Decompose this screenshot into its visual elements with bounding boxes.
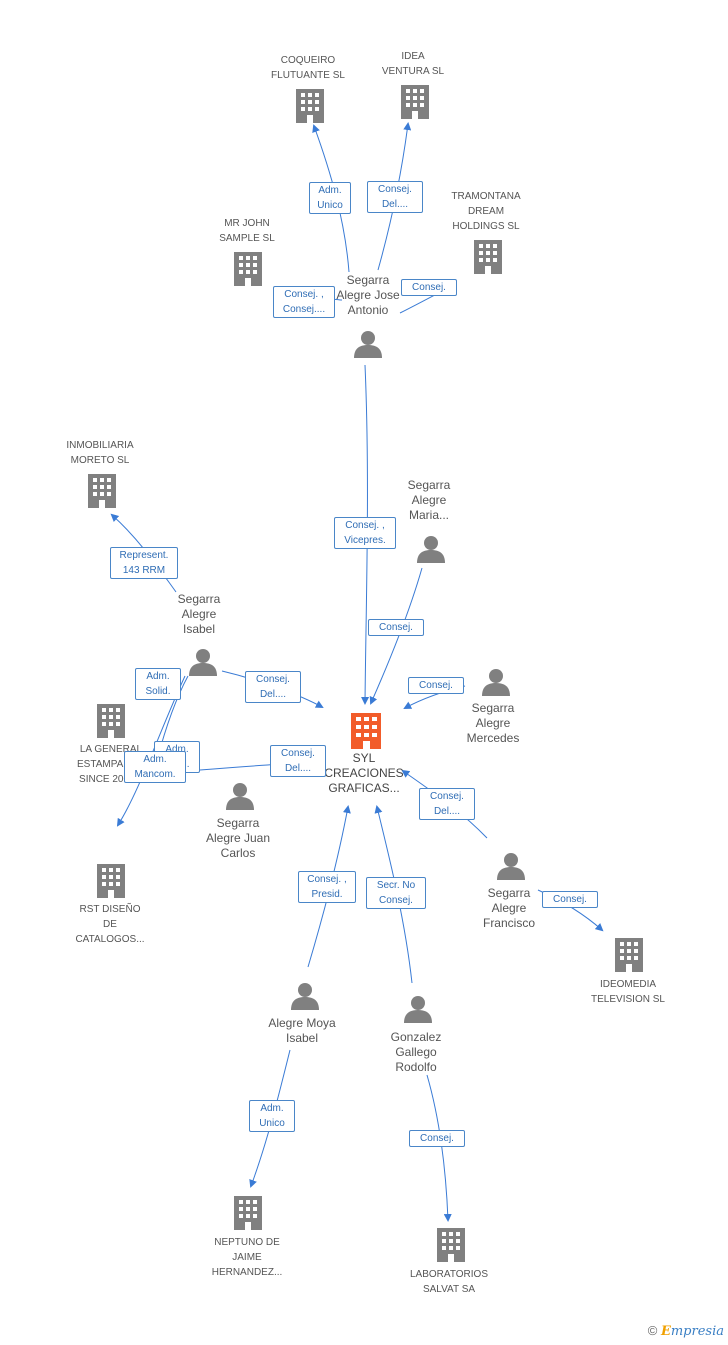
building-icon-main	[351, 713, 381, 749]
edge-label-adm-mancom[interactable]: Adm. Mancom.	[124, 751, 186, 783]
node-label-inmob[interactable]: INMOBILIARIA MORETO SL	[66, 440, 134, 466]
node-label-idea[interactable]: IDEA VENTURA SL	[381, 51, 445, 77]
building-icon	[234, 1196, 262, 1230]
edge-label-consej-del[interactable]: Consej. Del....	[367, 181, 423, 213]
edge-label-represent[interactable]: Represent. 143 RRM	[110, 547, 178, 579]
node-label-isabel-segarra[interactable]: Segarra Alegre Isabel	[177, 592, 221, 636]
node-label-jose[interactable]: Segarra Alegre Jose Antonio	[336, 273, 400, 317]
building-icon	[437, 1228, 465, 1262]
edge-label-consej-del[interactable]: Consej. Del....	[270, 745, 326, 777]
person-icon	[482, 669, 510, 696]
person-icon	[291, 983, 319, 1010]
node-label-alegremoya[interactable]: Alegre Moya Isabel	[268, 1016, 336, 1045]
person-icon	[497, 853, 525, 880]
edge-line-gonzalez-laboratorios	[426, 1074, 452, 1222]
edge-label-consej-consej[interactable]: Consej. , Consej....	[273, 286, 335, 318]
person-icon	[189, 649, 217, 676]
person-icon	[354, 331, 382, 358]
edge-label-adm-unico[interactable]: Adm. Unico	[249, 1100, 295, 1132]
edge-label-consej-vicepres[interactable]: Consej. , Vicepres.	[334, 517, 396, 549]
edge-label-consej[interactable]: Consej.	[542, 891, 598, 908]
building-icon	[88, 474, 116, 508]
node-label-coqueiro[interactable]: COQUEIRO FLUTUANTE SL	[271, 55, 345, 81]
edge-label-consej[interactable]: Consej.	[368, 619, 424, 636]
node-label-ideomedia[interactable]: IDEOMEDIA TELEVISION SL	[591, 979, 665, 1005]
person-icon	[226, 783, 254, 810]
building-icon	[296, 89, 324, 123]
copyright-icon: ©	[647, 1323, 658, 1338]
edge-label-consej[interactable]: Consej.	[408, 677, 464, 694]
building-icon	[234, 252, 262, 286]
edge-label-consej[interactable]: Consej.	[409, 1130, 465, 1147]
footer-brand: © Empresia	[648, 1323, 724, 1339]
person-icon	[404, 996, 432, 1023]
edge-label-secr-no-consej[interactable]: Secr. No Consej.	[366, 877, 426, 909]
node-label-mrjohn[interactable]: MR JOHN SAMPLE SL	[219, 218, 275, 244]
node-label-mercedes[interactable]: Segarra Alegre Mercedes	[466, 701, 520, 745]
edge-label-consej-del[interactable]: Consej. Del....	[245, 671, 301, 703]
node-label-gonzalez[interactable]: Gonzalez Gallego Rodolfo	[390, 1030, 442, 1074]
node-label-juancarlos[interactable]: Segarra Alegre Juan Carlos	[205, 816, 271, 860]
building-icon	[97, 704, 125, 738]
building-icon	[474, 240, 502, 274]
edge-label-consej-del[interactable]: Consej. Del....	[419, 788, 475, 820]
node-label-laboratorios[interactable]: LABORATORIOS SALVAT SA	[410, 1269, 488, 1295]
edge-label-consej-presid[interactable]: Consej. , Presid.	[298, 871, 356, 903]
node-label-tramontana[interactable]: TRAMONTANA DREAM HOLDINGS SL	[451, 191, 521, 232]
edge-label-consej[interactable]: Consej.	[401, 279, 457, 296]
node-label-rst[interactable]: RST DISEÑO DE CATALOGOS...	[75, 904, 145, 945]
edge-label-adm-solid[interactable]: Adm. Solid.	[135, 668, 181, 700]
node-label-maria[interactable]: Segarra Alegre Maria...	[407, 478, 451, 522]
brand-logo: Empresia	[660, 1324, 724, 1339]
person-icon	[417, 536, 445, 563]
node-label-syl[interactable]: SYL CREACIONES GRAFICAS...	[324, 751, 404, 795]
building-icon	[401, 85, 429, 119]
node-label-francisco[interactable]: Segarra Alegre Francisco	[482, 886, 535, 930]
node-label-neptuno[interactable]: NEPTUNO DE JAIME HERNANDEZ...	[211, 1237, 283, 1278]
building-icon	[615, 938, 643, 972]
building-icon	[97, 864, 125, 898]
edge-label-adm-unico[interactable]: Adm. Unico	[309, 182, 351, 214]
